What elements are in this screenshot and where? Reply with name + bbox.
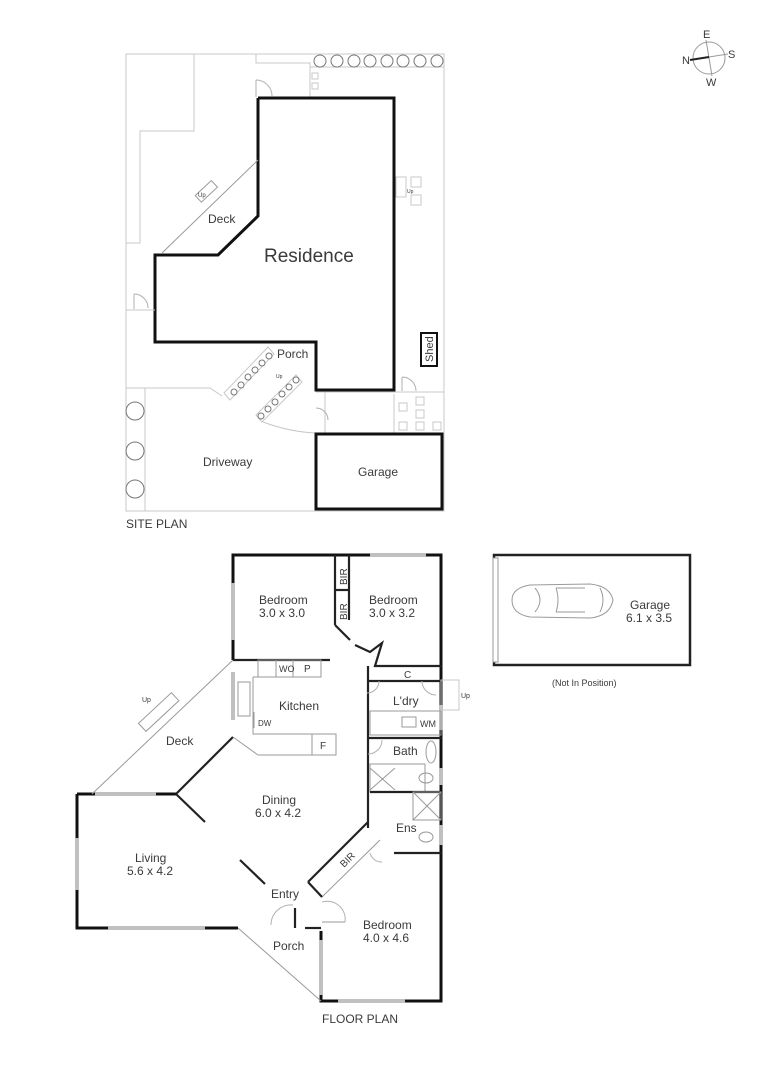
bedroom3-size: 4.0 x 4.6 xyxy=(363,931,409,945)
planter-right-icon xyxy=(255,374,303,423)
garage-note: (Not In Position) xyxy=(552,678,617,688)
bir1-label: BIR xyxy=(339,568,350,585)
garage-plan: Garage 6.1 x 3.5 (Not In Position) xyxy=(492,553,692,688)
svg-text:P: P xyxy=(304,664,311,675)
bedroom3-label: Bedroom xyxy=(363,918,412,932)
garage-label: Garage xyxy=(630,598,670,612)
site-deck-label: Deck xyxy=(208,212,236,226)
bedroom2-label: Bedroom xyxy=(369,593,418,607)
laundry-label: L'dry xyxy=(393,694,419,708)
car-icon xyxy=(511,583,614,619)
shed-label: Shed xyxy=(424,336,436,362)
site-plan-title: SITE PLAN xyxy=(126,517,187,531)
site-garage-outline xyxy=(314,432,444,511)
svg-text:Up: Up xyxy=(407,189,414,195)
dining-size: 6.0 x 4.2 xyxy=(255,806,301,820)
compass-w: W xyxy=(706,77,717,89)
site-plan: Up Deck Residence Up Shed Porch xyxy=(125,53,445,531)
driveway-label: Driveway xyxy=(203,455,252,469)
bedroom2-size: 3.0 x 3.2 xyxy=(369,606,415,620)
floor-plan-title: FLOOR PLAN xyxy=(322,1012,398,1026)
deck-label: Deck xyxy=(166,734,194,748)
site-porch-label: Porch xyxy=(277,347,308,361)
site-garage-label: Garage xyxy=(358,465,398,479)
porch-label: Porch xyxy=(273,939,304,953)
bir3-label: BIR xyxy=(338,851,358,871)
svg-text:Up: Up xyxy=(276,374,283,380)
svg-text:F: F xyxy=(320,741,326,752)
bir2-label: BIR xyxy=(339,603,350,620)
garage-size: 6.1 x 3.5 xyxy=(626,611,672,625)
svg-text:Up: Up xyxy=(198,193,206,199)
compass-e: E xyxy=(703,29,710,41)
residence-label: Residence xyxy=(264,246,354,267)
planter-left-icon xyxy=(223,346,275,401)
compass-n: N xyxy=(682,55,690,67)
ensuite-label: Ens xyxy=(396,821,417,835)
tree-row-left-icon xyxy=(125,401,145,499)
svg-text:Up: Up xyxy=(142,697,151,704)
tree-row-top-icon xyxy=(313,54,444,68)
bedroom1-size: 3.0 x 3.0 xyxy=(259,606,305,620)
bedroom1-label: Bedroom xyxy=(259,593,308,607)
entry-label: Entry xyxy=(271,887,299,901)
kitchen-label: Kitchen xyxy=(279,699,319,713)
compass-icon: E N S W xyxy=(682,29,735,89)
residence-outline xyxy=(153,96,396,392)
bath-label: Bath xyxy=(393,744,418,758)
living-size: 5.6 x 4.2 xyxy=(127,864,173,878)
svg-text:Up: Up xyxy=(461,693,470,700)
dining-label: Dining xyxy=(262,793,296,807)
svg-text:WO: WO xyxy=(279,664,295,674)
floor-plan: Up xyxy=(75,553,470,1026)
svg-text:DW: DW xyxy=(258,719,272,728)
compass-s: S xyxy=(728,49,735,61)
svg-text:WM: WM xyxy=(420,719,436,729)
living-label: Living xyxy=(135,851,166,865)
svg-text:C: C xyxy=(404,670,411,681)
